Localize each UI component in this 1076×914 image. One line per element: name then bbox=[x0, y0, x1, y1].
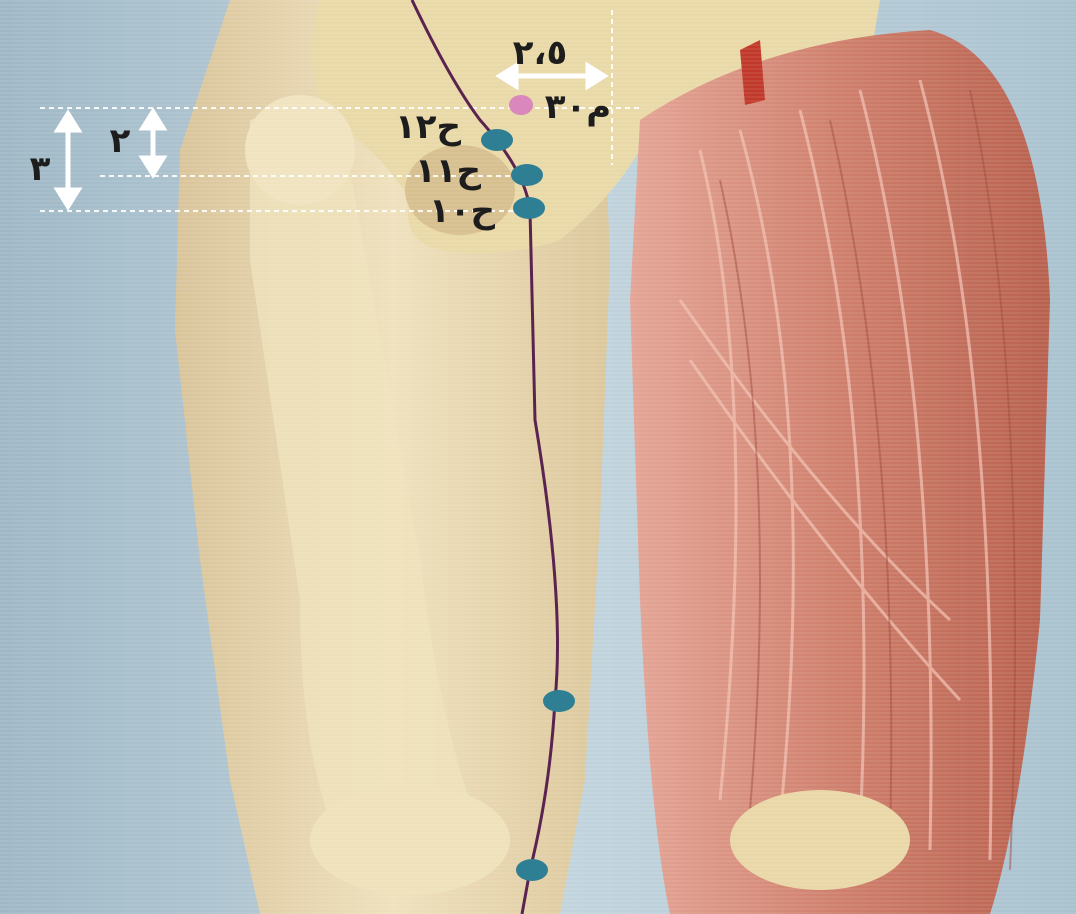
width-label: ٢،٥ bbox=[513, 33, 567, 73]
acupoint-liv11 bbox=[511, 164, 543, 186]
label-liv11: ح١١ bbox=[415, 151, 482, 191]
acupoint-liv10 bbox=[513, 197, 545, 219]
label-liv12: ح١٢ bbox=[395, 107, 462, 147]
label-ren30: م٣٠ bbox=[545, 87, 611, 127]
acupoint-ren30 bbox=[509, 95, 533, 115]
measure-inner-label: ٢ bbox=[110, 121, 131, 161]
acupoint-liv12 bbox=[481, 129, 513, 151]
acupoint-thigh bbox=[543, 690, 575, 712]
acupoint-knee bbox=[516, 859, 548, 881]
label-liv10: ح١٠ bbox=[429, 191, 496, 231]
measure-outer-label: ٣ bbox=[30, 149, 51, 189]
